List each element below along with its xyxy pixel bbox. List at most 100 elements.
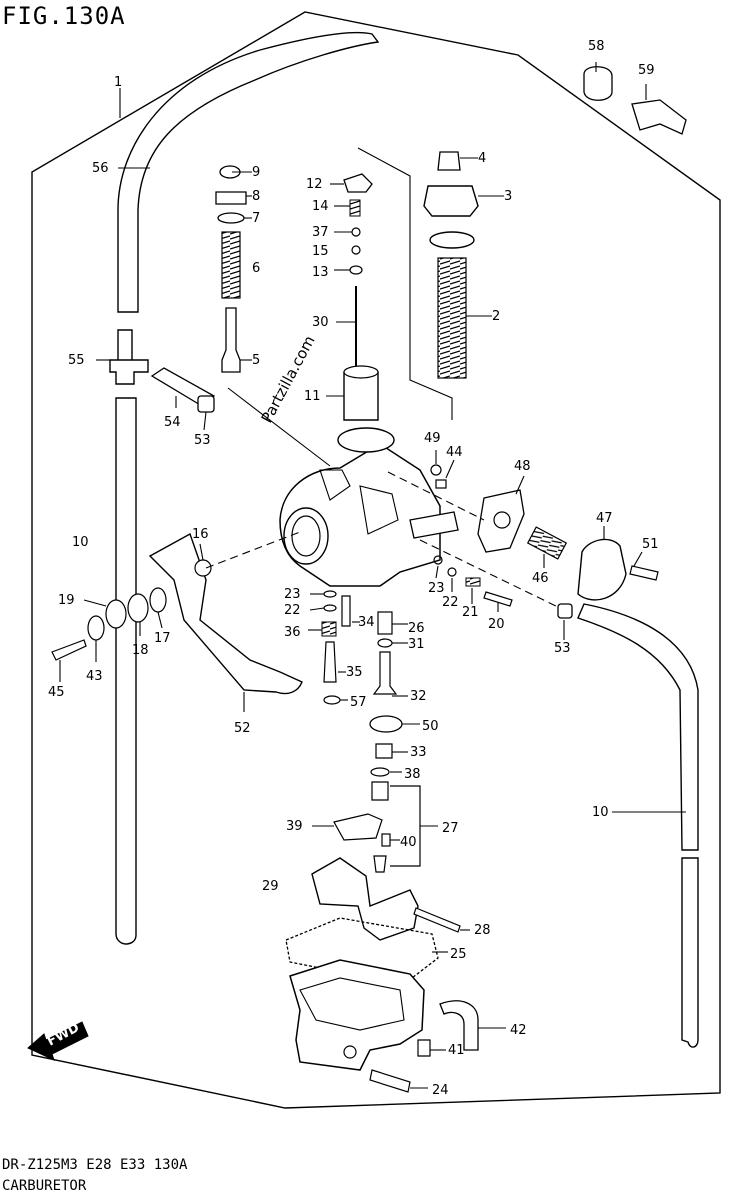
callout-19: 19 (58, 593, 75, 608)
float-valve (373, 855, 387, 873)
clip-59 (631, 99, 687, 135)
cover-47 (577, 538, 627, 601)
float-valve-seat (371, 781, 389, 801)
float-bowl-port (343, 1045, 357, 1059)
washer-18 (127, 593, 149, 623)
callout-16: 16 (192, 527, 209, 542)
carb-body-detail (319, 469, 399, 535)
callout-17: 17 (154, 631, 171, 646)
callout-27: 27 (442, 821, 459, 836)
callout-26: 26 (408, 621, 425, 636)
diaphragm-48-hub (493, 511, 511, 529)
screw-20 (483, 591, 513, 607)
oring-23b (433, 555, 443, 565)
carb-divider-line (227, 387, 331, 467)
callout-2: 2 (492, 309, 500, 324)
callout-50: 50 (422, 719, 439, 734)
callout-29: 29 (262, 879, 279, 894)
spring-46 (526, 526, 568, 560)
hose-42 (439, 1000, 479, 1051)
callout-30: 30 (312, 315, 329, 330)
callout-58: 58 (588, 39, 605, 54)
callout-43: 43 (86, 669, 103, 684)
callout-13: 13 (312, 265, 329, 280)
spring-6 (221, 231, 241, 299)
screw-35 (323, 641, 337, 683)
hose-10-left (115, 397, 137, 945)
assembly-outline (31, 11, 721, 1109)
callout-22a: 22 (284, 603, 301, 618)
callout-3: 3 (504, 189, 512, 204)
callout-8: 8 (252, 189, 260, 204)
t-joint-55 (109, 329, 149, 385)
washer-19 (105, 599, 127, 629)
callout-18: 18 (132, 643, 149, 658)
diaphragm-48 (477, 489, 525, 553)
throttle-valve-11 (343, 371, 379, 421)
dash-line-a (205, 531, 301, 569)
callout-10a: 10 (72, 535, 89, 550)
top-cap-3 (423, 185, 479, 217)
callout-20: 20 (488, 617, 505, 632)
callout-4: 4 (478, 151, 486, 166)
callout-5: 5 (252, 353, 260, 368)
callout-6: 6 (252, 261, 260, 276)
group-bracket-top (357, 147, 453, 420)
callout-23b: 23 (428, 581, 445, 596)
needle-jet-32 (372, 651, 398, 695)
watermark: Partzilla.com (258, 333, 319, 426)
callout-14: 14 (312, 199, 329, 214)
callout-32: 32 (410, 689, 427, 704)
gasket-25 (285, 917, 439, 979)
main-jet-33 (375, 743, 393, 759)
screw-44 (435, 479, 447, 489)
callout-34: 34 (358, 615, 375, 630)
callout-10b: 10 (592, 805, 609, 820)
clip-58 (583, 66, 613, 101)
cap-12 (343, 173, 373, 193)
callout-51: 51 (642, 537, 659, 552)
callout-24: 24 (432, 1083, 449, 1098)
spring-21 (465, 577, 481, 587)
hose-56 (117, 31, 380, 313)
clip-37 (351, 227, 361, 237)
callout-49: 49 (424, 431, 441, 446)
holder-50 (369, 715, 403, 733)
callout-59: 59 (638, 63, 655, 78)
float-bowl (289, 959, 425, 1071)
footer-section-title: CARBURETOR (2, 1178, 87, 1194)
callout-46: 46 (532, 571, 549, 586)
bracket-52 (148, 532, 303, 695)
callout-36: 36 (284, 625, 301, 640)
pilot-screw-34 (341, 595, 351, 627)
oring-49 (430, 464, 442, 476)
jet-26 (377, 611, 393, 635)
washer-22a (323, 604, 337, 612)
callout-42: 42 (510, 1023, 527, 1038)
callout-25: 25 (450, 947, 467, 962)
callout-48: 48 (514, 459, 531, 474)
oring-38 (370, 767, 390, 777)
callout-21: 21 (462, 605, 479, 620)
ring-13 (349, 265, 363, 275)
throttle-valve-top (343, 365, 379, 379)
oring-23a (323, 590, 337, 598)
callout-52: 52 (234, 721, 251, 736)
oring-57 (323, 695, 341, 705)
float-29 (311, 857, 419, 941)
callout-33: 33 (410, 745, 427, 760)
float-bowl-detail (299, 977, 405, 1031)
callout-44: 44 (446, 445, 463, 460)
plate-39 (333, 813, 383, 841)
callout-57: 57 (350, 695, 367, 710)
cap-4 (437, 151, 461, 171)
spring-2 (437, 257, 467, 379)
callout-54: 54 (164, 415, 181, 430)
callout-labels: 1234567891010111213141516171819202122222… (48, 39, 659, 1098)
callout-7: 7 (252, 211, 260, 226)
cable-5 (221, 307, 241, 373)
washer-16 (194, 559, 212, 577)
bolt-45 (51, 639, 87, 661)
callout-53b: 53 (554, 641, 571, 656)
